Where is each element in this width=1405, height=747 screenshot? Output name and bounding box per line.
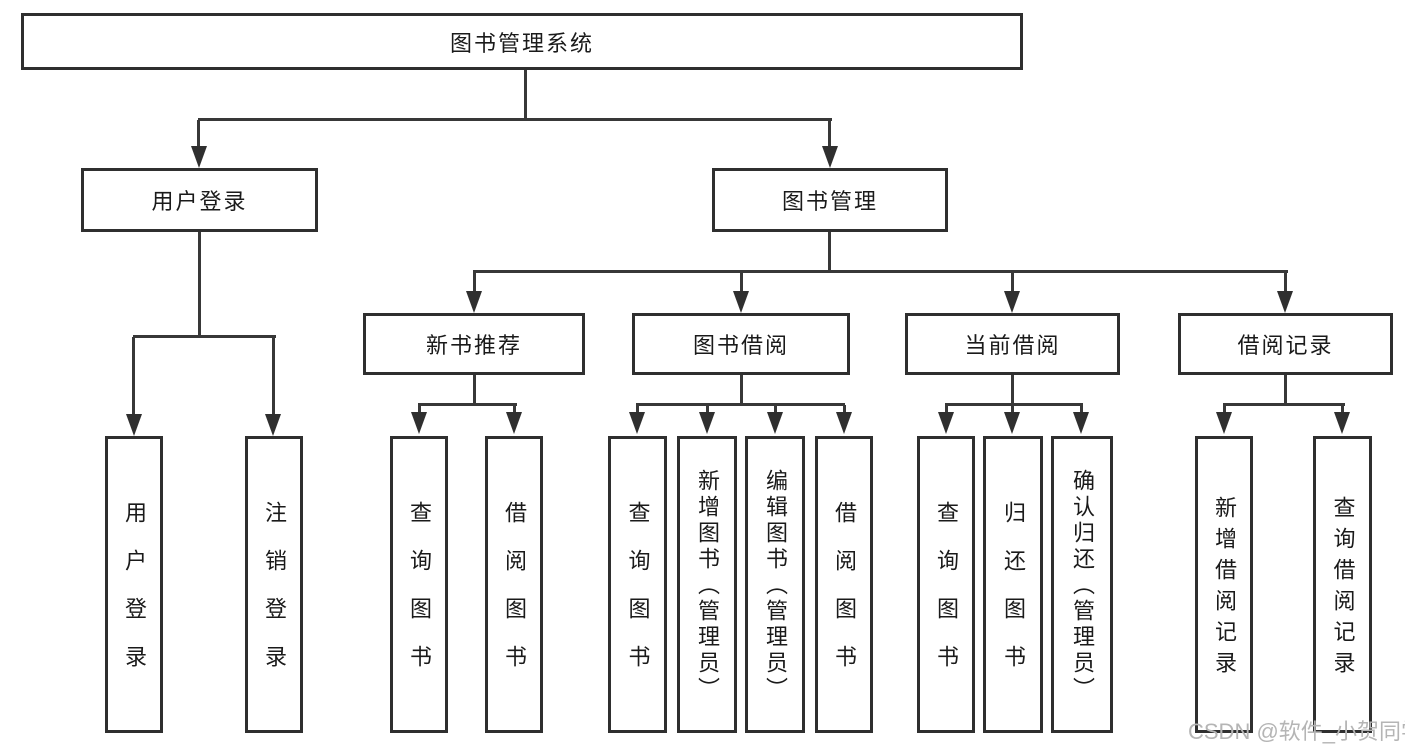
leaf-query-books-2-label: 查询图书	[625, 500, 651, 693]
arrowhead-leaf	[699, 412, 715, 434]
node-book-mgmt: 图书管理	[712, 168, 948, 232]
arrowhead-leaf	[411, 412, 427, 434]
node-root: 图书管理系统	[21, 13, 1023, 70]
node-book-borrow-label: 图书借阅	[692, 333, 789, 358]
leaf-query-borrow-record: 查询借阅记录	[1313, 436, 1372, 733]
arrowhead-leaf	[1073, 412, 1089, 434]
arrowhead-leaf	[767, 412, 783, 434]
connector-leaf-drop	[1011, 405, 1014, 417]
leaf-confirm-return-admin: 确认归还（管理员）	[1051, 436, 1113, 733]
leaf-add-borrow-record-label: 新增借阅记录	[1212, 495, 1237, 682]
leaf-query-books-1: 查询图书	[390, 436, 448, 733]
leaf-query-borrow-record-label: 查询借阅记录	[1330, 495, 1356, 682]
leaf-query-books-2: 查询图书	[608, 436, 667, 733]
connector-borrow-record-drop	[1284, 272, 1287, 294]
arrowhead-leaf	[1216, 412, 1232, 434]
node-current-borrow-label: 当前借阅	[964, 333, 1061, 358]
connector-user-login-drop	[197, 120, 200, 150]
connector-leaf-drop	[418, 405, 421, 417]
leaf-logout: 注销登录	[245, 436, 303, 733]
connector-current-borrow-drop	[1011, 272, 1014, 294]
connector-leaf-drop	[1080, 405, 1083, 417]
arrowhead-leaf	[506, 412, 522, 434]
arrowhead-leaf	[836, 412, 852, 434]
node-new-book-recommend: 新书推荐	[363, 313, 585, 375]
arrowhead-leaf	[938, 412, 954, 434]
node-new-book-recommend-label: 新书推荐	[425, 333, 522, 358]
leaf-query-books-3: 查询图书	[917, 436, 975, 733]
connector-book-borrow-drop	[740, 272, 743, 294]
leaf-return-books-label: 归还图书	[1001, 500, 1026, 693]
leaf-edit-books-admin-label: 编辑图书（管理员）	[763, 469, 788, 703]
node-root-label: 图书管理系统	[449, 30, 594, 56]
connector-leaf-drop	[706, 405, 709, 417]
leaf-add-books-admin: 新增图书（管理员）	[677, 436, 737, 733]
arrowhead-new-book	[466, 291, 482, 313]
connector-login-leaf-drop	[132, 337, 135, 417]
connector-root-stem	[524, 70, 527, 120]
connector-leaf-drop	[774, 405, 777, 417]
connector-logout-leaf-drop	[272, 337, 275, 417]
connector-new-book-hline	[418, 403, 517, 406]
arrowhead-current-borrow	[1004, 291, 1020, 313]
node-current-borrow: 当前借阅	[905, 313, 1120, 375]
node-borrow-record-label: 借阅记录	[1237, 333, 1334, 358]
arrowhead-login-leaf	[126, 414, 142, 436]
connector-book-mgmt-stem	[828, 232, 831, 273]
node-user-login-label: 用户登录	[151, 189, 248, 214]
leaf-logout-label: 注销登录	[262, 500, 287, 693]
connector-leaf-drop	[945, 405, 948, 417]
connector-book-borrow-stem	[740, 375, 743, 406]
node-borrow-record: 借阅记录	[1178, 313, 1393, 375]
leaf-query-books-1-label: 查询图书	[407, 500, 432, 693]
connector-new-book-drop	[473, 272, 476, 294]
connector-level3-hline	[473, 270, 1288, 273]
arrowhead-book-borrow	[733, 291, 749, 313]
node-book-borrow: 图书借阅	[632, 313, 850, 375]
connector-new-book-stem	[473, 375, 476, 406]
arrowhead-logout-leaf	[265, 414, 281, 436]
connector-user-login-stem	[198, 232, 201, 337]
leaf-add-books-admin-label: 新增图书（管理员）	[695, 469, 720, 703]
leaf-query-books-3-label: 查询图书	[934, 500, 959, 693]
connector-current-borrow-stem	[1011, 375, 1014, 406]
connector-leaf-drop	[843, 405, 846, 417]
connector-leaf-drop	[1223, 405, 1226, 417]
arrowhead-leaf	[1334, 412, 1350, 434]
connector-user-login-hline	[133, 335, 276, 338]
node-book-mgmt-label: 图书管理	[781, 189, 878, 214]
connector-leaf-drop	[636, 405, 639, 417]
leaf-user-login: 用户登录	[105, 436, 163, 733]
connector-leaf-drop	[1341, 405, 1344, 417]
leaf-borrow-books-2: 借阅图书	[815, 436, 873, 733]
connector-level2-hline	[198, 118, 832, 121]
leaf-edit-books-admin: 编辑图书（管理员）	[745, 436, 805, 733]
leaf-add-borrow-record: 新增借阅记录	[1195, 436, 1253, 733]
arrowhead-borrow-record	[1277, 291, 1293, 313]
arrowhead-user-login	[191, 146, 207, 168]
arrowhead-leaf	[629, 412, 645, 434]
connector-book-borrow-hline	[636, 403, 845, 406]
leaf-borrow-books-2-label: 借阅图书	[832, 500, 857, 693]
csdn-watermark: CSDN @软件_小贺同学	[1188, 719, 1405, 744]
leaf-borrow-books-1-label: 借阅图书	[502, 500, 527, 693]
leaf-confirm-return-admin-label: 确认归还（管理员）	[1070, 469, 1095, 703]
leaf-borrow-books-1: 借阅图书	[485, 436, 543, 733]
connector-borrow-record-hline	[1223, 403, 1345, 406]
connector-borrow-record-stem	[1284, 375, 1287, 406]
connector-book-mgmt-drop	[828, 120, 831, 150]
connector-current-borrow-hline	[945, 403, 1083, 406]
arrowhead-leaf	[1004, 412, 1020, 434]
node-user-login: 用户登录	[81, 168, 318, 232]
leaf-return-books: 归还图书	[983, 436, 1043, 733]
arrowhead-book-mgmt	[822, 146, 838, 168]
connector-leaf-drop	[513, 405, 516, 417]
leaf-user-login-label: 用户登录	[122, 500, 147, 693]
